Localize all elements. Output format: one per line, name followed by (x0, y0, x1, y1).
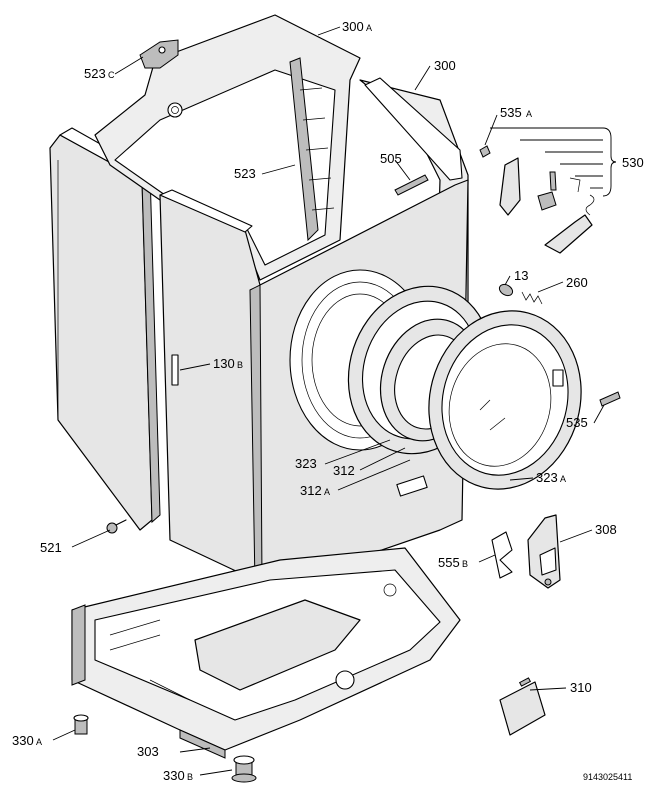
label-308: 308 (595, 522, 617, 537)
clip-523c (139, 39, 179, 69)
door-323a (428, 310, 582, 490)
label-300: 300 (434, 58, 456, 73)
svg-text:521: 521 (40, 540, 62, 555)
label-260: 260 (566, 275, 588, 290)
svg-text:303: 303 (137, 744, 159, 759)
small-parts (498, 283, 621, 407)
label-521: 521 (40, 540, 62, 555)
svg-text:260: 260 (566, 275, 588, 290)
label-530: 530 (622, 155, 644, 170)
leader-lines (52, 26, 605, 776)
svg-text:A: A (560, 474, 566, 484)
handle-parts-530 (479, 145, 595, 254)
label-300a: 300 A (342, 19, 372, 34)
svg-text:310: 310 (570, 680, 592, 695)
label-323: 323 (295, 456, 317, 471)
svg-text:A: A (526, 109, 532, 119)
base-303 (71, 547, 461, 759)
label-505: 505 (380, 151, 402, 166)
svg-text:323: 323 (295, 456, 317, 471)
label-310: 310 (570, 680, 592, 695)
svg-text:505: 505 (380, 151, 402, 166)
interlock-555b (491, 531, 513, 579)
label-535a: 535 A (500, 105, 532, 120)
svg-text:A: A (366, 23, 372, 33)
screw-521 (106, 519, 127, 534)
leaders-530 (490, 127, 603, 189)
side-panel-130b (49, 127, 161, 531)
svg-text:B: B (187, 772, 193, 782)
svg-text:523: 523 (234, 166, 256, 181)
label-523: 523 (234, 166, 256, 181)
label-330a: 330 A (12, 733, 42, 748)
label-523c: 523 C (84, 66, 115, 81)
label-312: 312 (333, 463, 355, 478)
svg-text:323: 323 (536, 470, 558, 485)
label-535: 535 (566, 415, 588, 430)
svg-text:300: 300 (342, 19, 364, 34)
foot-330a (73, 714, 89, 735)
foot-330b (231, 755, 257, 783)
svg-text:13: 13 (514, 268, 528, 283)
label-312a: 312 A (300, 483, 330, 498)
svg-text:B: B (237, 360, 243, 370)
label-323a: 323 A (536, 470, 566, 485)
label-303: 303 (137, 744, 159, 759)
svg-text:535: 535 (566, 415, 588, 430)
svg-text:555: 555 (438, 555, 460, 570)
svg-text:330: 330 (12, 733, 34, 748)
svg-text:535: 535 (500, 105, 522, 120)
svg-text:A: A (36, 737, 42, 747)
hinge-308 (527, 514, 561, 589)
cover-310 (499, 677, 546, 736)
label-330b: 330 B (163, 768, 193, 783)
svg-text:308: 308 (595, 522, 617, 537)
svg-text:523: 523 (84, 66, 106, 81)
svg-text:300: 300 (434, 58, 456, 73)
svg-text:312: 312 (300, 483, 322, 498)
svg-text:A: A (324, 487, 330, 497)
label-13: 13 (514, 268, 528, 283)
svg-text:312: 312 (333, 463, 355, 478)
label-130b: 130 B (213, 356, 243, 371)
svg-text:B: B (462, 559, 468, 569)
bracket-530 (602, 127, 617, 197)
svg-text:130: 130 (213, 356, 235, 371)
svg-text:530: 530 (622, 155, 644, 170)
svg-text:330: 330 (163, 768, 185, 783)
drawing-code: 9143025411 (583, 772, 632, 782)
label-555b: 555 B (438, 555, 468, 570)
svg-text:C: C (108, 70, 115, 80)
